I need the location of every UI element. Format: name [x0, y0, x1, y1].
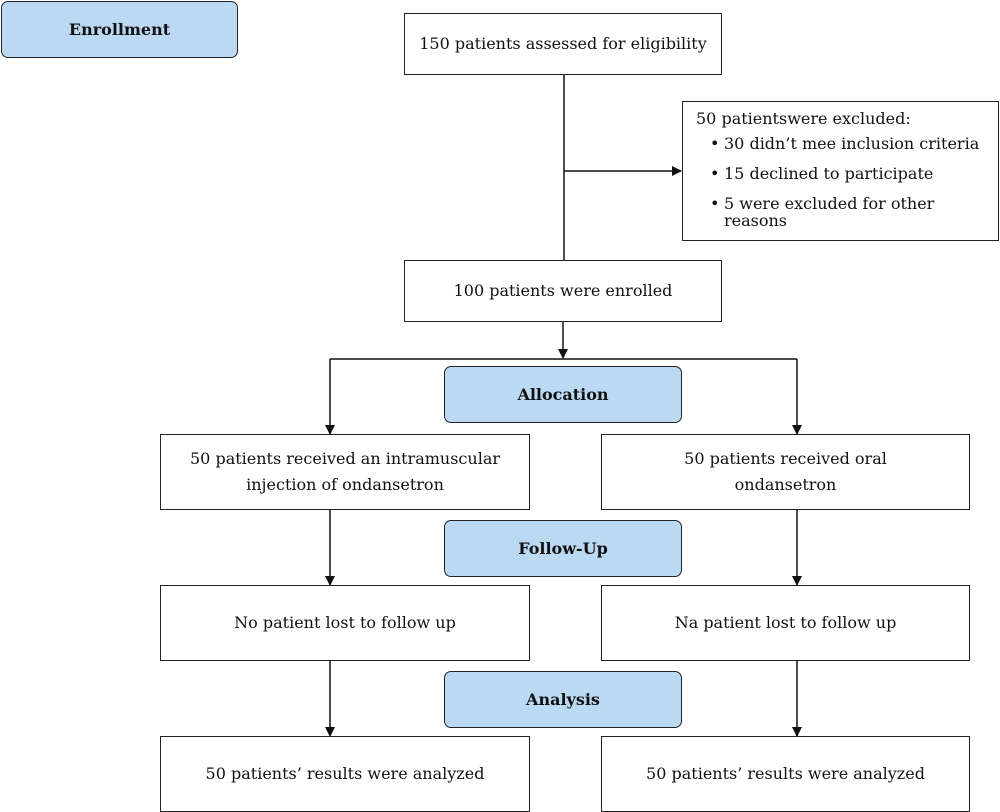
exclusion-heading: 50 patientswere excluded:	[696, 109, 911, 128]
stage-allocation: Allocation	[444, 366, 682, 423]
exclusion-list: •30 didn’t mee inclusion criteria •15 de…	[696, 135, 986, 229]
exclusion-item: •5 were excluded for other reasons	[710, 194, 986, 230]
bullet-icon: •	[710, 164, 720, 183]
exclusion-item-text: 30 didn’t mee inclusion criteria	[724, 134, 980, 153]
arm-right-lost-box: Na patient lost to follow up	[601, 585, 970, 661]
arm-left-lost-box: No patient lost to follow up	[160, 585, 530, 661]
arm-left-received-box: 50 patients received an intramuscular in…	[160, 434, 530, 510]
stage-follow-up: Follow-Up	[444, 520, 682, 577]
exclusion-item-text: 15 declined to participate	[724, 164, 934, 183]
exclusion-item: •30 didn’t mee inclusion criteria	[710, 134, 986, 153]
stage-analysis: Analysis	[444, 671, 682, 728]
arm-right-analyzed-box: 50 patients’ results were analyzed	[601, 736, 970, 812]
exclusion-item-text: 5 were excluded for other reasons	[724, 194, 935, 230]
assessed-box: 150 patients assessed for eligibility	[404, 13, 722, 75]
stage-enrollment: Enrollment	[1, 1, 238, 58]
arm-left-analyzed-box: 50 patients’ results were analyzed	[160, 736, 530, 812]
exclusion-box: 50 patientswere excluded: •30 didn’t mee…	[682, 101, 999, 241]
bullet-icon: •	[710, 134, 720, 153]
exclusion-item: •15 declined to participate	[710, 164, 986, 183]
bullet-icon: •	[710, 194, 720, 213]
arm-right-received-box: 50 patients received oral ondansetron	[601, 434, 970, 510]
enrolled-box: 100 patients were enrolled	[404, 260, 722, 322]
